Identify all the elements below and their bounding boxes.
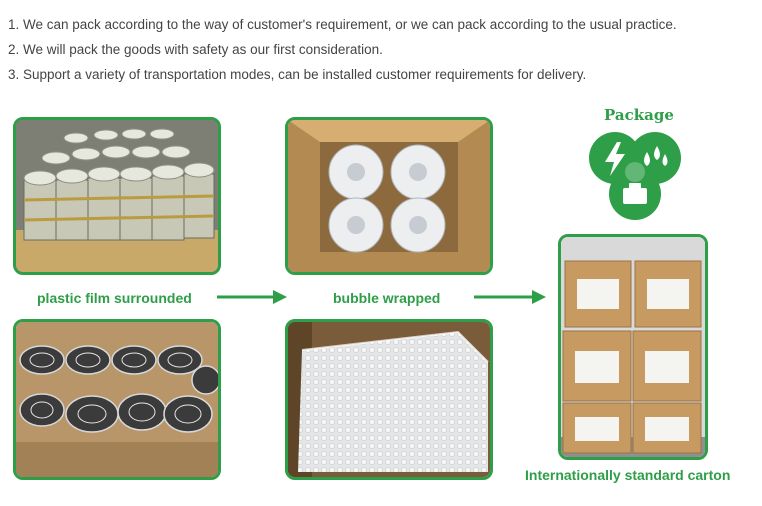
water-drops-icon: [644, 146, 668, 166]
boxed-rolls-photo: [285, 117, 493, 275]
label-plastic-film: plastic film surrounded: [37, 290, 192, 306]
lightning-icon: [605, 142, 625, 176]
printed-rolls-photo: [13, 319, 221, 480]
package-icons: [589, 132, 681, 220]
arrow-right-icon: [217, 290, 287, 304]
note-3: 3. Support a variety of transportation m…: [8, 67, 587, 82]
bubble-wrap-photo: [285, 319, 493, 480]
packing-notes: 1. We can pack according to the way of c…: [8, 12, 677, 87]
tape-rolls-photo: [13, 117, 221, 275]
package-title: Package: [604, 106, 674, 124]
note-2: 2. We will pack the goods with safety as…: [8, 42, 383, 57]
cartons-photo: [558, 234, 708, 460]
box-icon: [623, 183, 647, 204]
label-carton: Internationally standard carton: [525, 467, 731, 483]
arrow-right-icon: [474, 290, 546, 304]
label-bubble-wrapped: bubble wrapped: [333, 290, 441, 306]
note-1: 1. We can pack according to the way of c…: [8, 17, 677, 32]
